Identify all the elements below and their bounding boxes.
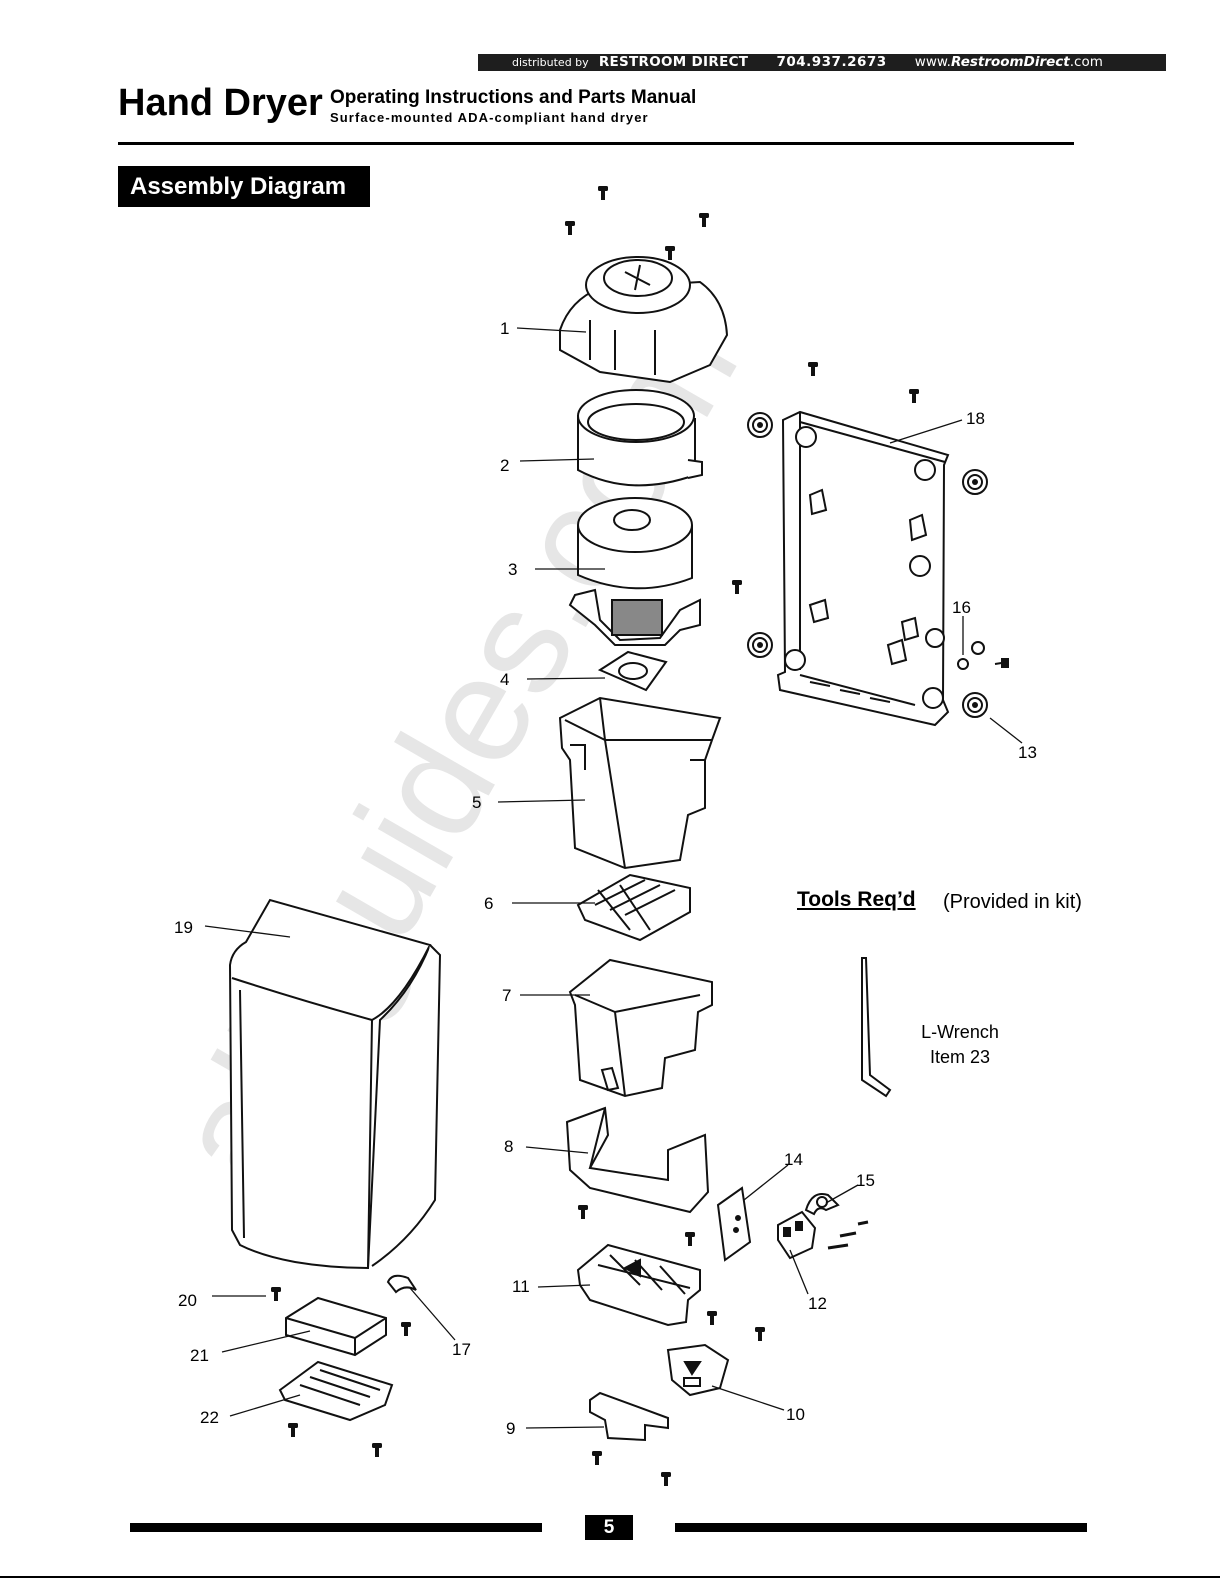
- footer-bar-right: [675, 1523, 1087, 1532]
- screw-icon: [828, 1222, 868, 1248]
- part-5-upper-duct: [560, 698, 720, 868]
- grommet-icon: [748, 633, 772, 657]
- screw-icon: [755, 1327, 765, 1341]
- callout-2: 2: [500, 456, 509, 475]
- part-6-insert: [578, 875, 690, 940]
- callout-12: 12: [808, 1294, 827, 1313]
- screw-icon: [288, 1423, 298, 1437]
- part-16-ground-hardware: [958, 642, 1008, 669]
- screw-icon: [665, 246, 675, 260]
- part-22-filter-grille: [280, 1362, 392, 1420]
- screw-icon: [598, 186, 608, 200]
- callout-20: 20: [178, 1291, 197, 1310]
- callout-11: 11: [512, 1277, 530, 1296]
- part-21-filter: [286, 1298, 386, 1355]
- tool-item-number: Item 23: [890, 1045, 1030, 1070]
- part-11-control-board: [578, 1245, 700, 1325]
- tool-label: L-Wrench Item 23: [890, 1020, 1030, 1070]
- callout-15: 15: [856, 1171, 875, 1190]
- callout-22: 22: [200, 1408, 219, 1427]
- callout-17: 17: [452, 1340, 471, 1359]
- callout-16: 16: [952, 598, 971, 617]
- part-10-sensor: [668, 1345, 728, 1395]
- callout-14: 14: [784, 1150, 803, 1169]
- screw-icon: [661, 1472, 671, 1486]
- callout-6: 6: [484, 894, 493, 913]
- callout-21: 21: [190, 1346, 209, 1365]
- screw-icon: [732, 580, 742, 594]
- screw-icon: [808, 362, 818, 376]
- part-2-ring: [578, 390, 702, 485]
- grommet-icon: [963, 470, 987, 494]
- footer-bar-left: [130, 1523, 542, 1532]
- callout-18: 18: [966, 409, 985, 428]
- part-12-terminal-block: [778, 1212, 815, 1258]
- screw-icon: [372, 1443, 382, 1457]
- tools-provided-note: (Provided in kit): [943, 891, 1082, 914]
- screw-icon: [401, 1322, 411, 1336]
- grommet-icon: [963, 693, 987, 717]
- screw-icon: [685, 1232, 695, 1246]
- l-wrench-icon: [862, 958, 890, 1096]
- grommet-icon: [748, 413, 772, 437]
- callout-7: 7: [502, 986, 511, 1005]
- page-number: 5: [585, 1515, 633, 1540]
- page-bottom-rule: [0, 1576, 1220, 1578]
- callout-5: 5: [472, 793, 481, 812]
- screw-icon: [578, 1205, 588, 1219]
- screw-icon: [707, 1311, 717, 1325]
- callout-9: 9: [506, 1419, 515, 1438]
- part-7-lower-duct: [570, 960, 712, 1096]
- part-9-sensor-bracket: [590, 1393, 668, 1440]
- screw-icon: [909, 389, 919, 403]
- screw-icon: [699, 213, 709, 227]
- tools-required-heading: Tools Req’d: [797, 888, 916, 912]
- callout-10: 10: [786, 1405, 805, 1424]
- part-4-gasket: [600, 652, 666, 690]
- tool-name: L-Wrench: [890, 1020, 1030, 1045]
- part-15-cable-clamp: [806, 1194, 838, 1214]
- callout-19: 19: [174, 918, 193, 937]
- screw-icon: [565, 221, 575, 235]
- callout-8: 8: [504, 1137, 513, 1156]
- part-19-cover: [230, 900, 440, 1268]
- part-1-fan-housing: [560, 257, 727, 382]
- callout-4: 4: [500, 670, 509, 689]
- callout-3: 3: [508, 560, 517, 579]
- screw-icon: [271, 1287, 281, 1301]
- callout-1: 1: [500, 319, 509, 338]
- part-8-bracket: [567, 1108, 708, 1212]
- screw-icon: [592, 1451, 602, 1465]
- part-18-back-plate: [778, 412, 948, 725]
- callout-13: 13: [1018, 743, 1037, 762]
